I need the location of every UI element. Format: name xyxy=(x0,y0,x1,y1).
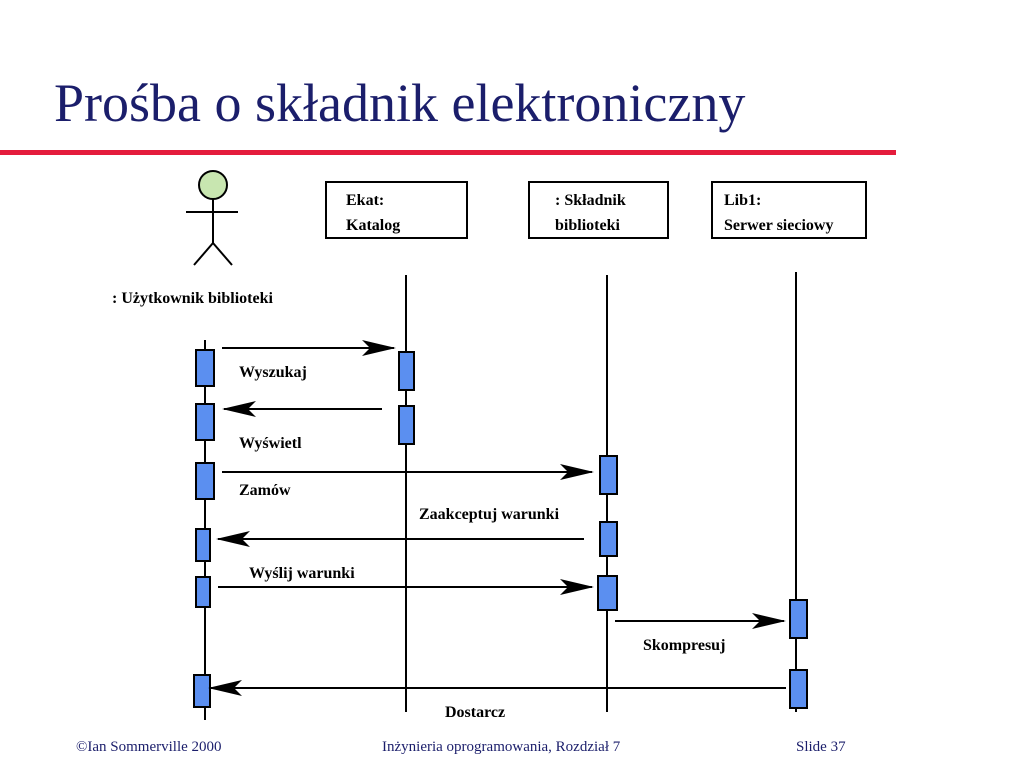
activation-box xyxy=(195,576,211,608)
activation-box xyxy=(398,351,415,391)
stick-figure-icon xyxy=(186,170,238,266)
activation-box xyxy=(789,669,808,709)
title-rule xyxy=(0,150,896,155)
object-ekat-line1: Ekat: xyxy=(346,192,384,209)
message-label-wyslij: Wyślij warunki xyxy=(249,565,355,582)
activation-box xyxy=(597,575,618,611)
object-box-ekat: Ekat: Katalog xyxy=(325,181,468,239)
activation-box xyxy=(599,455,618,495)
activation-box xyxy=(398,405,415,445)
footer-course: Inżynieria oprogramowania, Rozdział 7 xyxy=(382,739,621,755)
object-box-skladnik: : Składnik biblioteki xyxy=(528,181,669,239)
object-skladnik-line2: biblioteki xyxy=(555,217,620,234)
message-label-zaakceptuj: Zaakceptuj warunki xyxy=(419,506,560,523)
footer-copyright: ©Ian Sommerville 2000 xyxy=(76,739,222,755)
message-label-skompresuj: Skompresuj xyxy=(643,637,725,654)
activation-box xyxy=(599,521,618,557)
message-label-dostarcz: Dostarcz xyxy=(445,704,505,721)
object-skladnik-line1: : Składnik xyxy=(555,192,626,209)
object-box-lib1: Lib1: Serwer sieciowy xyxy=(711,181,867,239)
activation-box xyxy=(195,403,215,441)
activation-box xyxy=(195,349,215,387)
activation-box xyxy=(195,528,211,562)
message-label-wyswietl: Wyświetl xyxy=(239,435,302,452)
activation-box xyxy=(193,674,211,708)
object-lib1-line2: Serwer sieciowy xyxy=(724,217,833,234)
activation-box xyxy=(195,462,215,500)
footer-slide-number: Slide 37 xyxy=(796,739,846,755)
activation-box xyxy=(789,599,808,639)
message-label-zamow: Zamów xyxy=(239,482,291,499)
object-ekat-line2: Katalog xyxy=(346,217,400,234)
slide-title: Prośba o składnik elektroniczny xyxy=(54,73,746,133)
actor-label: : Użytkownik biblioteki xyxy=(112,290,273,307)
message-label-wyszukaj: Wyszukaj xyxy=(239,364,307,381)
object-lib1-line1: Lib1: xyxy=(724,192,761,209)
